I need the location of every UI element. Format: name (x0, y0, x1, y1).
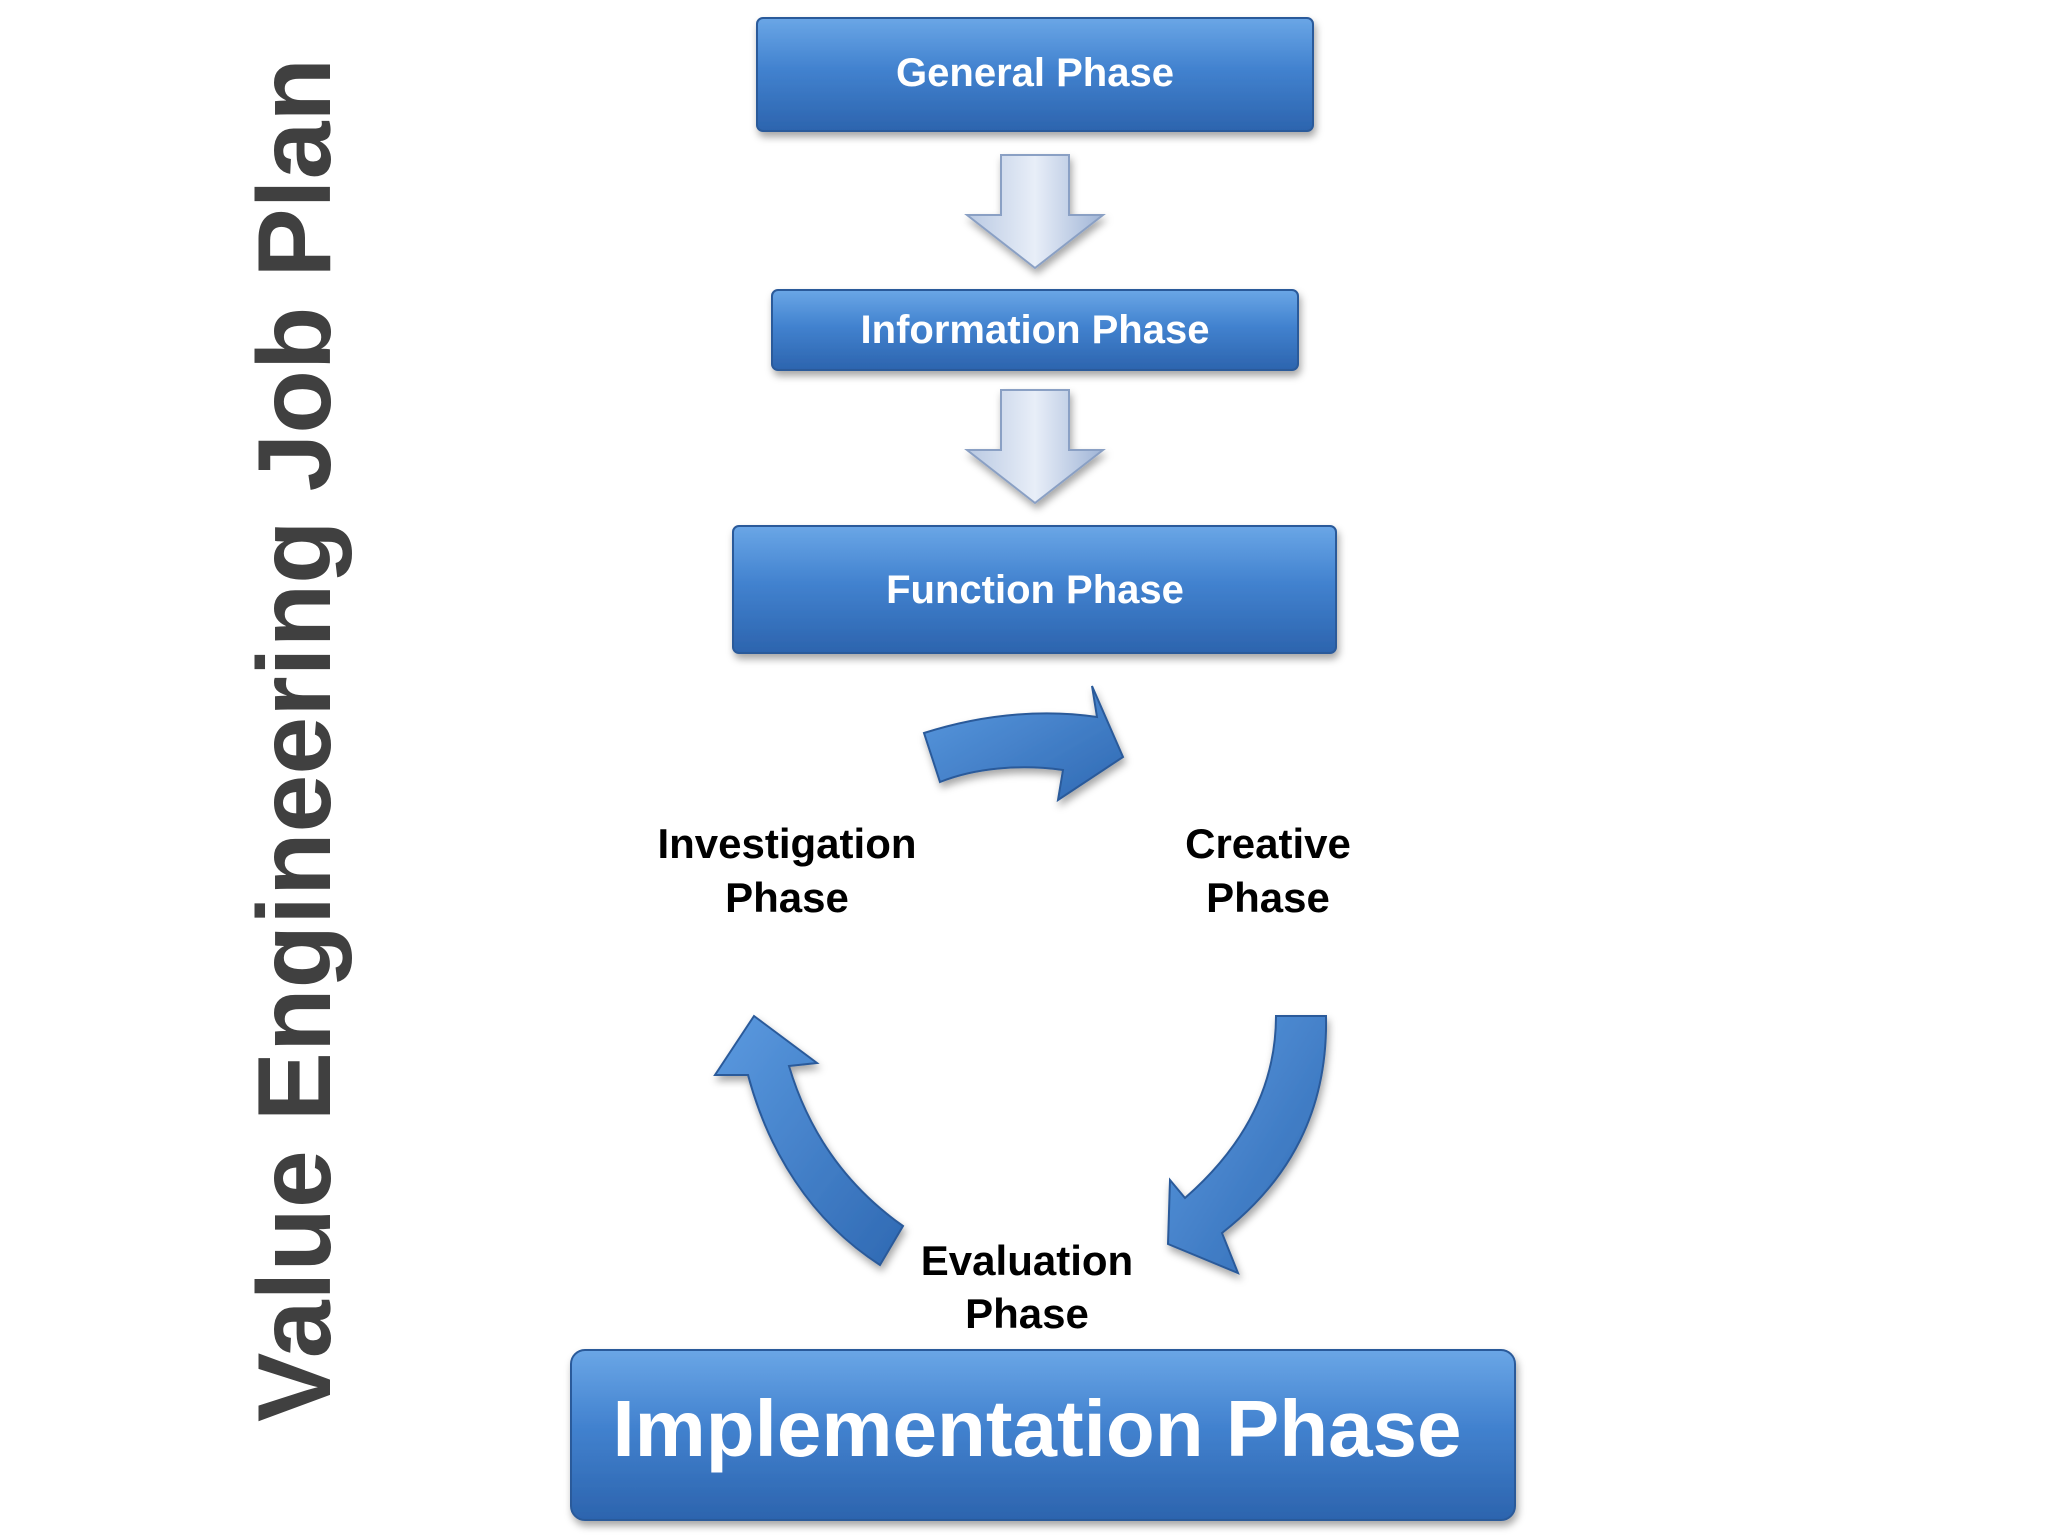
investigation-phase-line1: Investigation (657, 820, 916, 867)
information-phase-box (771, 289, 1299, 371)
down-arrow-icon (964, 389, 1106, 505)
cycle-arrow-icon (922, 685, 1125, 803)
implementation-phase-box (570, 1349, 1516, 1521)
function-phase-label: Function Phase (886, 568, 1184, 612)
cycle-arrow-icon (713, 1014, 905, 1267)
evaluation-phase-line2: Phase (965, 1290, 1089, 1337)
evaluation-phase-line1: Evaluation (921, 1237, 1133, 1284)
investigation-phase-line2: Phase (725, 874, 849, 921)
information-phase-label: Information Phase (861, 308, 1210, 352)
general-phase-box (756, 17, 1314, 132)
down-arrow-icon (964, 154, 1106, 270)
creative-phase-label: Creative Phase (1185, 820, 1351, 921)
general-phase-label: General Phase (896, 51, 1174, 95)
creative-phase-line2: Phase (1206, 874, 1330, 921)
function-phase-box (732, 525, 1337, 654)
evaluation-phase-label: Evaluation Phase (921, 1237, 1133, 1337)
investigation-phase-label: Investigation Phase (657, 820, 916, 921)
implementation-phase-label: Implementation Phase (612, 1384, 1461, 1473)
cycle-arrow-icon (1166, 1015, 1328, 1275)
page-title: Value Engineering Job Plan (237, 58, 353, 1422)
title-group: Value Engineering Job Plan (237, 58, 353, 1422)
creative-phase-line1: Creative (1185, 820, 1351, 867)
